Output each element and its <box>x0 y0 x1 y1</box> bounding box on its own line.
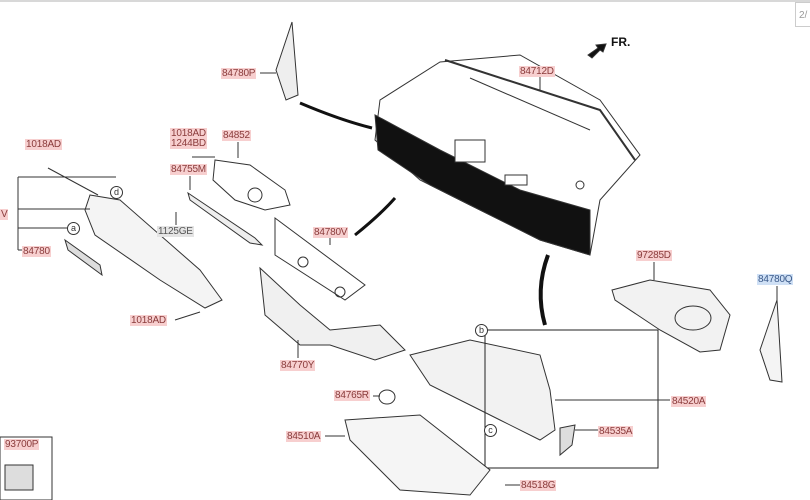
part-label-cut[interactable]: V <box>0 209 9 220</box>
part-label-84518G[interactable]: 84518G <box>520 480 557 491</box>
glove-box-door[interactable] <box>344 414 491 496</box>
callout-box <box>484 329 659 469</box>
part-label-84520A[interactable]: 84520A <box>671 396 707 407</box>
part-label-84780P[interactable]: 84780P <box>221 68 257 79</box>
part-label-1018AD[interactable]: 1018AD <box>170 128 207 139</box>
page-indicator[interactable]: 2/ <box>795 2 810 27</box>
part-label-84712D[interactable]: 84712D <box>519 66 555 77</box>
callout-b: b <box>475 324 488 337</box>
crash-pad-assembly[interactable] <box>374 54 641 256</box>
center-fascia-panel[interactable] <box>274 217 366 301</box>
front-arrow-icon <box>587 43 607 59</box>
part-label-93700P[interactable]: 93700P <box>4 439 40 450</box>
callout-d: d <box>110 186 123 199</box>
leader-line <box>354 197 397 237</box>
side-cover-left[interactable] <box>275 21 299 101</box>
part-label-1244BD[interactable]: 1244BD <box>170 138 207 149</box>
part-label-84770Y[interactable]: 84770Y <box>280 360 316 371</box>
column-cover[interactable] <box>212 159 291 211</box>
part-label-84780Q[interactable]: 84780Q <box>757 274 794 285</box>
part-label-84780V[interactable]: 84780V <box>313 227 349 238</box>
switch-part[interactable] <box>4 464 34 491</box>
front-direction-label: FR. <box>611 35 631 49</box>
part-label-84510A[interactable]: 84510A <box>286 431 322 442</box>
part-label-1125GE[interactable]: 1125GE <box>157 226 194 237</box>
leader-line <box>538 254 550 326</box>
leader-line <box>299 101 373 130</box>
part-label-84852[interactable]: 84852 <box>222 130 251 141</box>
switch-box <box>0 436 53 500</box>
speaker-tray[interactable] <box>611 279 731 353</box>
glove-box-housing[interactable] <box>409 339 556 441</box>
part-label-97285D[interactable]: 97285D <box>636 250 672 261</box>
part-label-1018AD[interactable]: 1018AD <box>130 315 167 326</box>
cap[interactable] <box>378 389 396 405</box>
part-label-84535A[interactable]: 84535A <box>598 426 634 437</box>
lower-center-panel[interactable] <box>259 266 406 361</box>
part-label-84780[interactable]: 84780 <box>22 246 51 257</box>
part-label-84755M[interactable]: 84755M <box>170 164 207 175</box>
callout-c: c <box>484 424 497 437</box>
top-border <box>0 0 810 2</box>
lower-crash-pad-left[interactable] <box>84 194 223 309</box>
part-label-84765R[interactable]: 84765R <box>334 390 370 401</box>
part-label-1018AD[interactable]: 1018AD <box>25 139 62 150</box>
callout-a: a <box>67 222 80 235</box>
side-cover-right[interactable] <box>759 299 783 383</box>
